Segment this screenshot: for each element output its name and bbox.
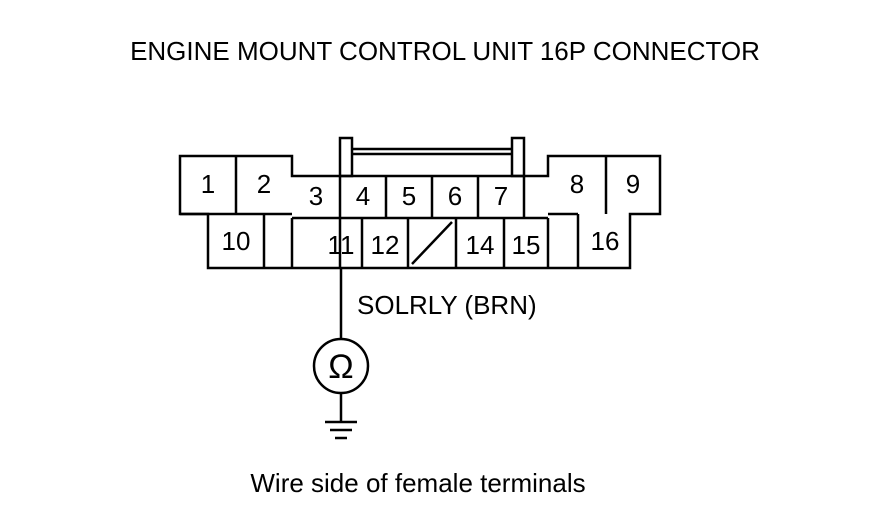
diagram-caption: Wire side of female terminals <box>250 468 586 498</box>
lock-tab-right <box>510 136 526 178</box>
terminal-16: 16 <box>591 226 620 256</box>
terminal-1: 1 <box>201 169 215 199</box>
wire-label: SOLRLY (BRN) <box>357 290 537 320</box>
terminal-15: 15 <box>512 230 541 260</box>
terminal-14: 14 <box>466 230 495 260</box>
terminal-9: 9 <box>626 169 640 199</box>
connector-outline <box>178 154 662 270</box>
lock-tab-left <box>338 136 354 178</box>
ohm-icon: Ω <box>328 348 353 386</box>
terminal-3: 3 <box>309 181 323 211</box>
terminal-8: 8 <box>570 169 584 199</box>
terminal-12: 12 <box>371 230 400 260</box>
diagram-title: ENGINE MOUNT CONTROL UNIT 16P CONNECTOR <box>130 36 760 66</box>
terminal-11: 11 <box>328 230 355 260</box>
terminal-6: 6 <box>448 181 462 211</box>
terminal-5: 5 <box>402 181 416 211</box>
terminal-7: 7 <box>494 181 508 211</box>
terminal-2: 2 <box>257 169 271 199</box>
terminal-4: 4 <box>356 181 370 211</box>
terminal-10: 10 <box>222 226 251 256</box>
empty-cavity-slash <box>411 221 453 265</box>
